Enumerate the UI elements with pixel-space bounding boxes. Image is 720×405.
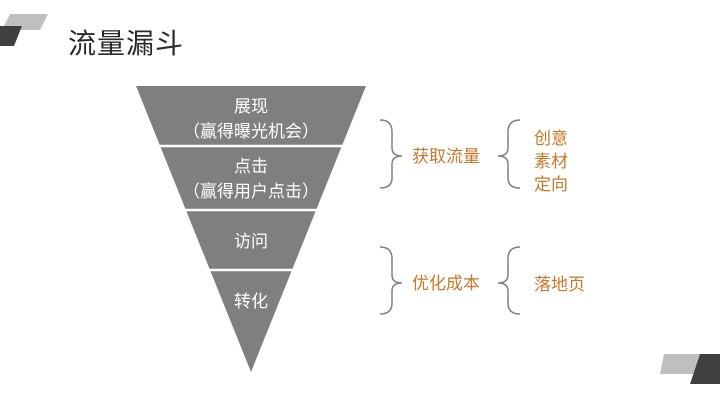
bracket-group-1-left [379, 119, 403, 189]
tier-1-title: 展现 [234, 97, 268, 117]
group-1-item-3: 定向 [534, 175, 568, 195]
tier-2-subtitle: （赢得用户点击） [183, 182, 319, 202]
tier-2-title: 点击 [234, 157, 268, 177]
group-2-label: 优化成本 [412, 274, 480, 294]
funnel-shape [136, 86, 366, 372]
tier-1-subtitle: （赢得曝光机会） [183, 122, 319, 142]
bracket-group-2-right [497, 246, 521, 315]
page-title: 流量漏斗 [68, 27, 185, 60]
group-1-item-2: 素材 [534, 152, 568, 172]
bracket-group-1-right [497, 119, 521, 189]
group-1-label: 获取流量 [412, 147, 480, 167]
group-2-item-1: 落地页 [534, 275, 585, 295]
corner-decoration-top-left [0, 0, 60, 50]
bracket-group-2-left [379, 246, 403, 315]
tier-3-title: 访问 [234, 232, 268, 252]
group-1-item-1: 创意 [534, 129, 568, 149]
corner-decoration-bottom-right [660, 350, 720, 405]
tier-4-title: 转化 [234, 292, 268, 312]
